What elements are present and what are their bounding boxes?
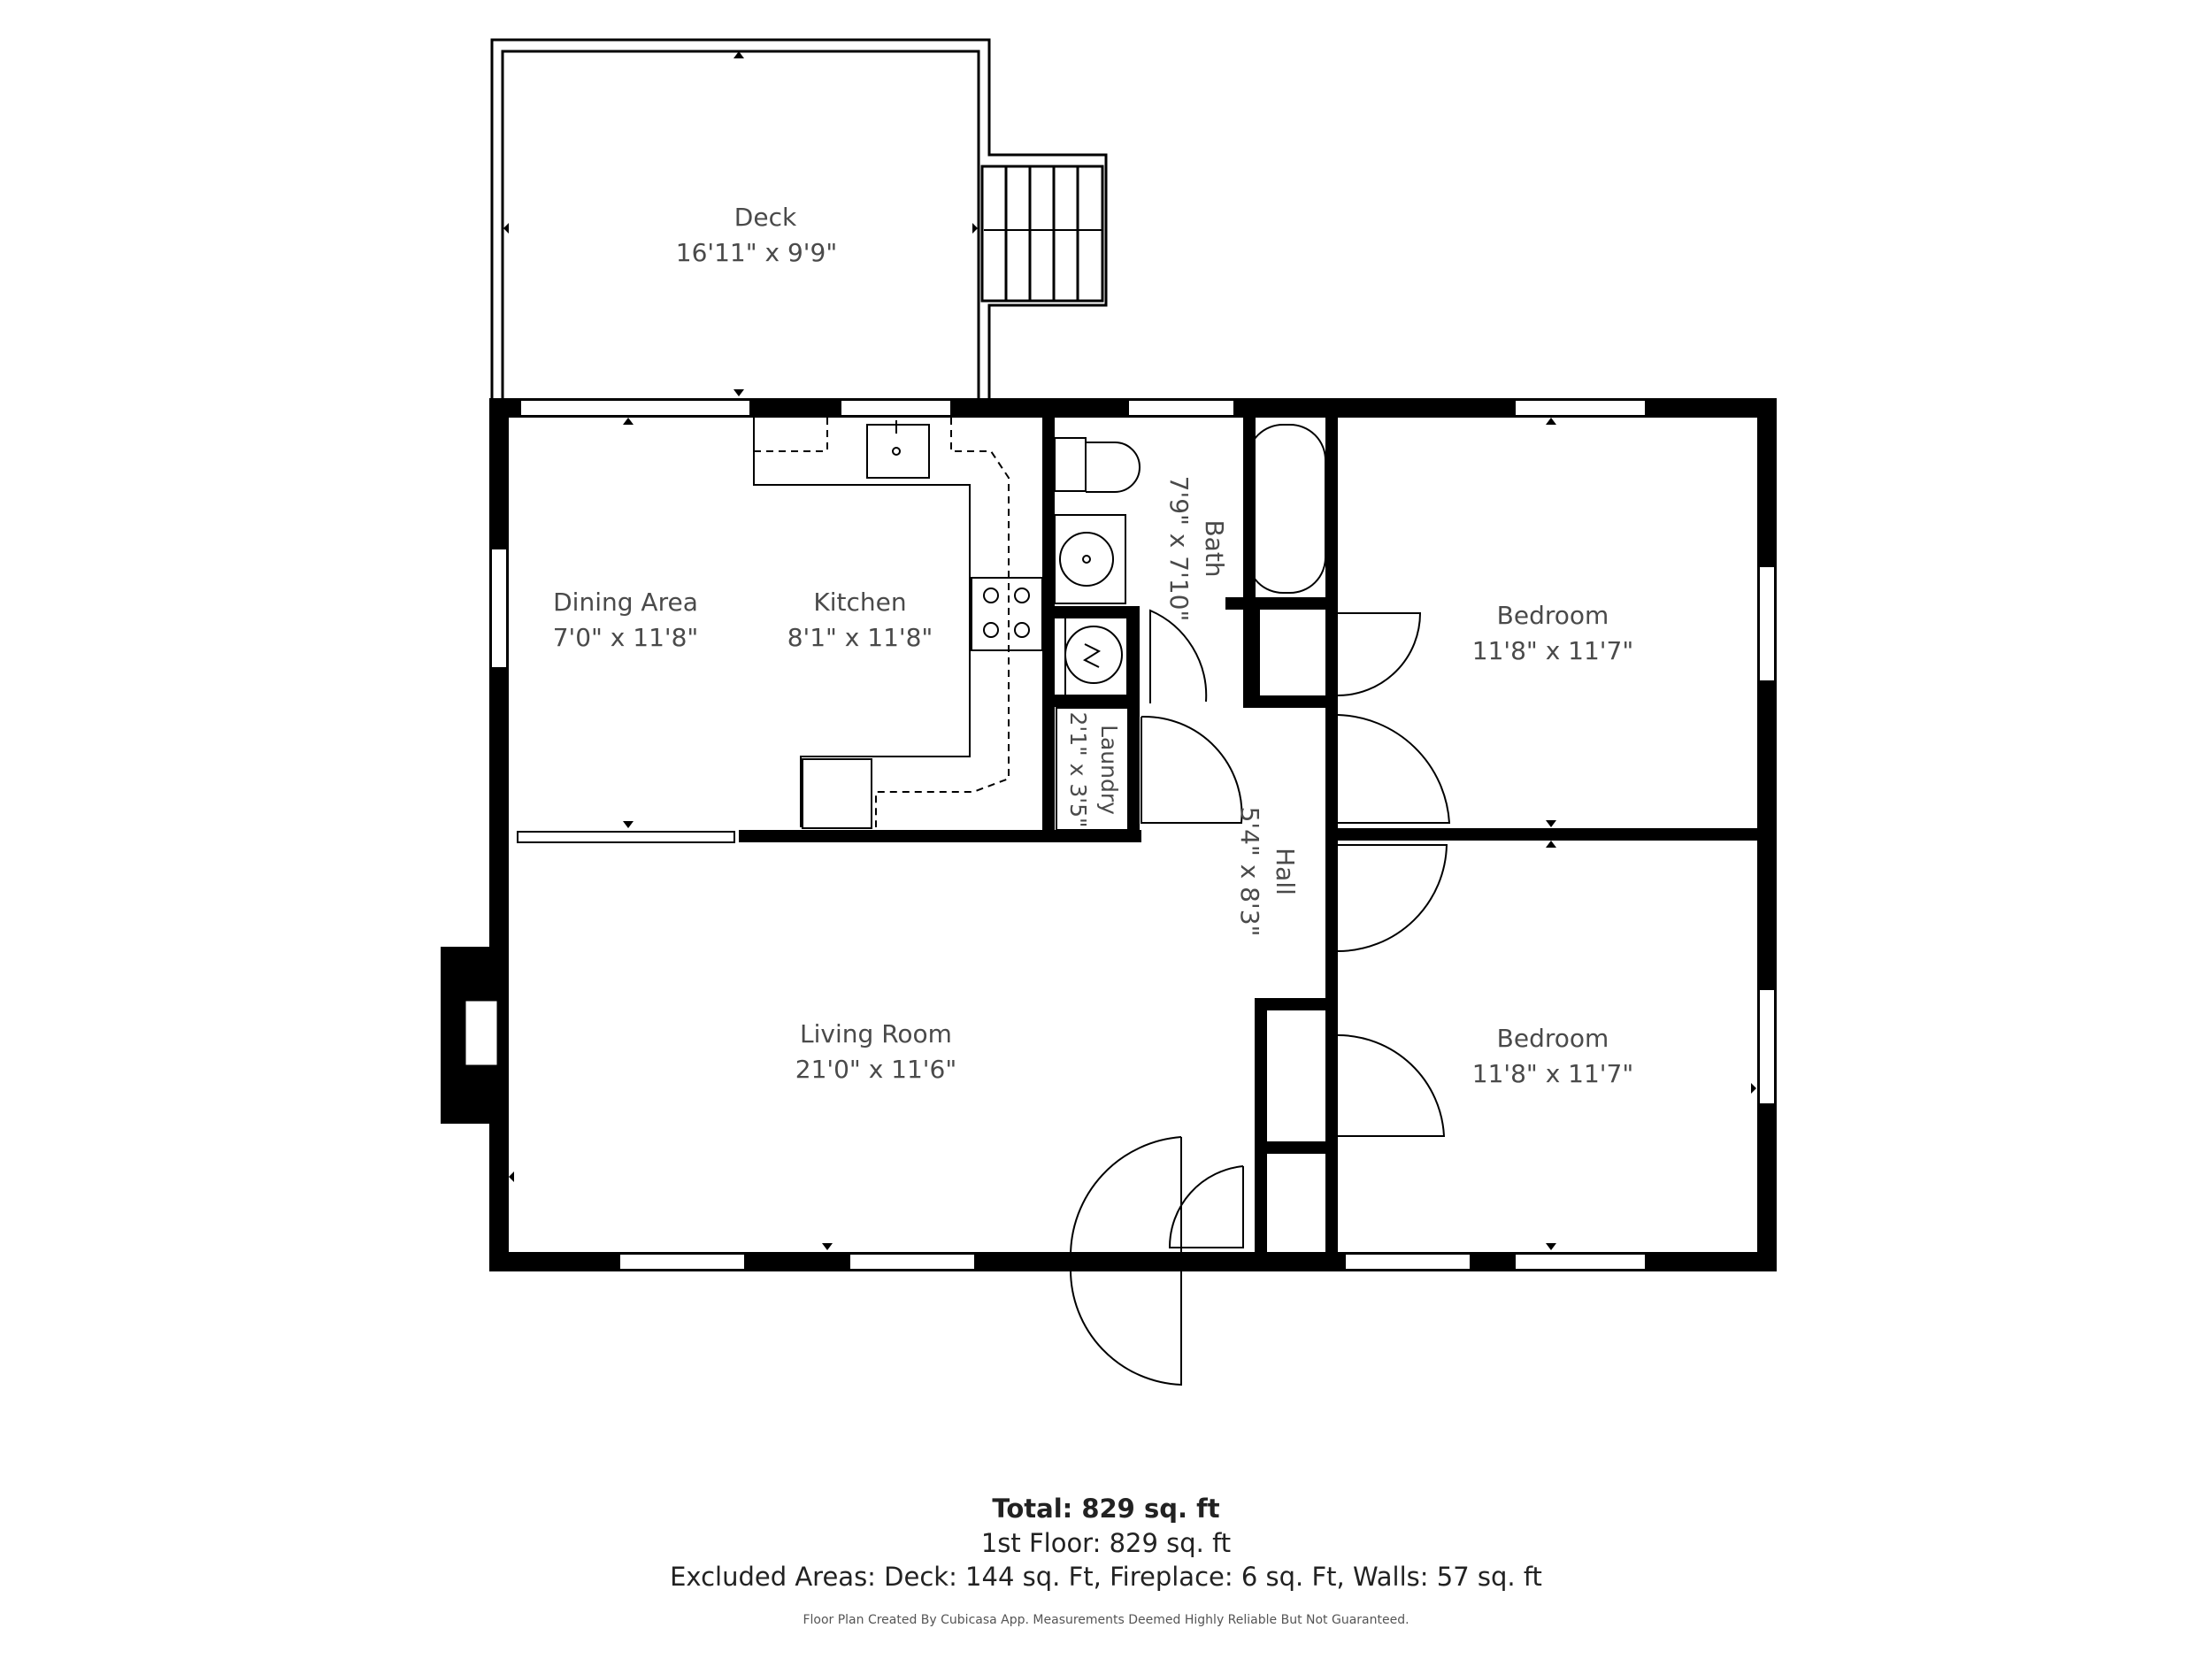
laundry-dims: 2'1" x 3'5" xyxy=(1065,711,1091,827)
kitchen-cabinets xyxy=(753,418,1010,829)
laundry-fixture xyxy=(1056,707,1132,831)
bath-dims: 7'9" x 7'10" xyxy=(1164,476,1194,622)
windows xyxy=(490,399,1776,1271)
excluded-areas: Excluded Areas: Deck: 144 sq. Ft, Firepl… xyxy=(670,1562,1542,1592)
kitchen-sink xyxy=(866,420,930,479)
room-labels: Deck 16'11" x 9'9" Dining Area 7'0" x 11… xyxy=(553,203,1634,1088)
living-dims: 21'0" x 11'6" xyxy=(795,1055,956,1084)
bedroom2-label: Bedroom xyxy=(1497,1024,1609,1053)
laundry-label: Laundry xyxy=(1096,725,1122,815)
interior-walls xyxy=(739,407,1768,1270)
total-area: Total: 829 sq. ft xyxy=(992,1494,1220,1524)
hall-dims: 5'4" x 8'3" xyxy=(1235,807,1264,937)
arrow-markers xyxy=(503,51,1756,1250)
deck-dims: 16'11" x 9'9" xyxy=(676,238,837,267)
dining-label: Dining Area xyxy=(553,588,698,617)
kitchen-dims: 8'1" x 11'8" xyxy=(787,623,933,652)
bath-label: Bath xyxy=(1200,519,1229,577)
bedroom1-label: Bedroom xyxy=(1497,601,1609,630)
deck xyxy=(490,38,1108,398)
kitchen-label: Kitchen xyxy=(813,588,906,617)
deck-label: Deck xyxy=(734,203,797,232)
disclaimer: Floor Plan Created By Cubicasa App. Meas… xyxy=(803,1613,1409,1627)
living-label: Living Room xyxy=(800,1019,952,1048)
dining-dims: 7'0" x 11'8" xyxy=(553,623,699,652)
bedroom1-dims: 11'8" x 11'7" xyxy=(1472,636,1633,665)
bath-fixtures xyxy=(1054,424,1326,696)
hall-label: Hall xyxy=(1271,848,1300,895)
fireplace xyxy=(441,947,503,1124)
deck-stairs xyxy=(980,165,1104,303)
floor-area: 1st Floor: 829 sq. ft xyxy=(980,1528,1232,1558)
bedroom2-dims: 11'8" x 11'7" xyxy=(1472,1059,1633,1088)
stove xyxy=(971,577,1043,651)
doors xyxy=(1069,609,1451,1386)
